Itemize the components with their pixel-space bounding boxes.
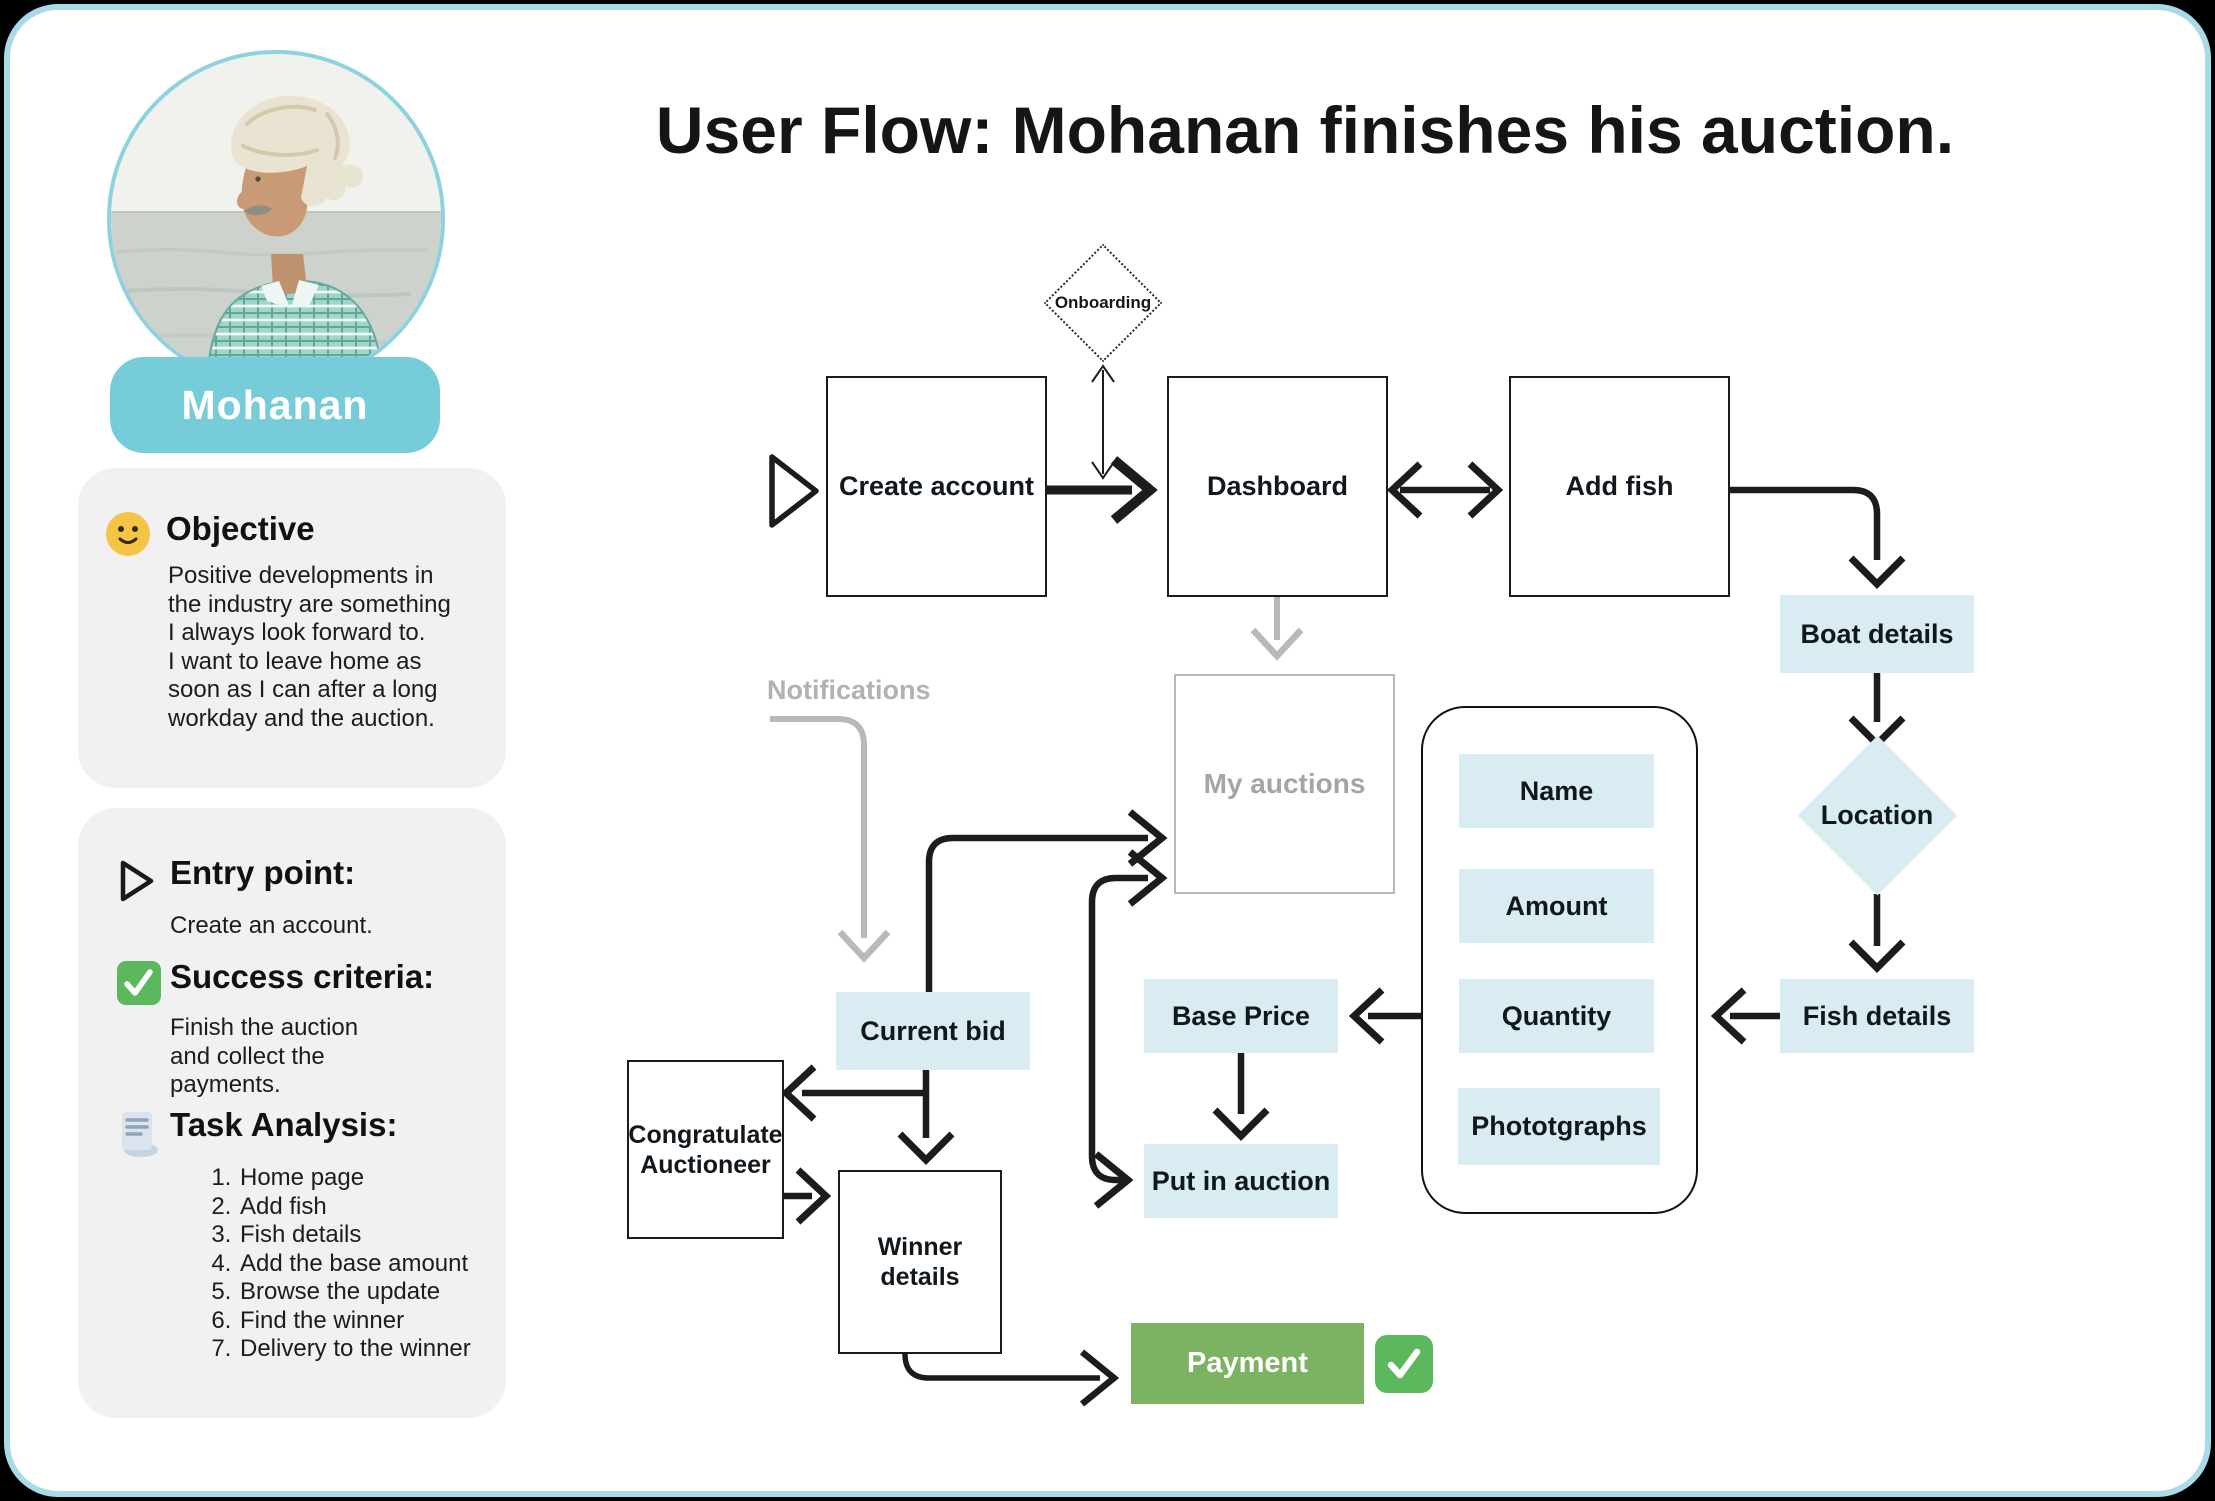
node-current-bid: Current bid xyxy=(836,992,1030,1070)
connector-form-baseprice xyxy=(1348,987,1421,1045)
connector-putinauction-myauctions xyxy=(1088,849,1168,1209)
task-item: Browse the update xyxy=(238,1278,471,1307)
node-payment: Payment xyxy=(1131,1323,1364,1404)
task-item: Find the winner xyxy=(238,1307,471,1336)
node-amount: Amount xyxy=(1459,869,1654,943)
success-check-icon xyxy=(117,961,161,1005)
connector-location-fishdetails xyxy=(1848,894,1906,973)
flow-entry-icon xyxy=(769,454,819,528)
smiley-icon xyxy=(106,512,150,556)
node-boat-details: Boat details xyxy=(1780,595,1974,673)
notifications-label: Notifications xyxy=(767,675,931,705)
connector-notifications-currentbid-gray xyxy=(770,716,891,963)
connector-winner-payment xyxy=(902,1349,1120,1407)
objective-card: Objective Positive developments in the i… xyxy=(78,468,506,788)
connector-currentbid-congratulate xyxy=(780,1064,926,1122)
task-analysis-icon xyxy=(122,1112,158,1157)
entry-point-text: Create an account. xyxy=(170,912,373,939)
task-item: Add the base amount xyxy=(238,1250,471,1279)
objective-text: Positive developments in the industry ar… xyxy=(168,562,451,732)
entry-point-icon xyxy=(120,860,154,902)
connector-currentbid-myauctions xyxy=(925,809,1168,992)
connector-onboarding xyxy=(1091,364,1115,480)
connector-fishdetails-form xyxy=(1710,987,1780,1045)
task-item: Delivery to the winner xyxy=(238,1335,471,1364)
connector-addfish-boat xyxy=(1726,486,1906,589)
entry-point-heading: Entry point: xyxy=(170,854,356,891)
node-put-in-auction: Put in auction xyxy=(1144,1144,1338,1218)
node-onboarding: Onboarding xyxy=(1043,243,1163,363)
node-location: Location xyxy=(1797,735,1957,895)
task-analysis-heading: Task Analysis: xyxy=(170,1106,398,1143)
persona-name: Mohanan xyxy=(181,381,369,428)
connector-congratulate-winner xyxy=(780,1167,832,1225)
connector-dashboard-myauctions-gray xyxy=(1250,594,1304,661)
node-winner-details: Winner details xyxy=(838,1170,1002,1354)
checkmark-glyph xyxy=(1387,1348,1421,1379)
persona-name-pill: Mohanan xyxy=(110,357,440,453)
connector-create-dashboard xyxy=(1043,456,1158,524)
node-name: Name xyxy=(1459,754,1654,828)
task-item: Fish details xyxy=(238,1221,471,1250)
node-add-fish: Add fish xyxy=(1509,376,1730,597)
node-create-account: Create account xyxy=(826,376,1047,597)
node-quantity: Quantity xyxy=(1459,979,1654,1053)
task-item: Home page xyxy=(238,1164,471,1193)
node-fish-details: Fish details xyxy=(1780,979,1974,1053)
task-list: Home page Add fish Fish details Add the … xyxy=(208,1164,471,1364)
node-congratulate-auctioneer: Congratulate Auctioneer xyxy=(627,1060,784,1239)
success-text: Finish the auction and collect the payme… xyxy=(170,1014,359,1098)
page-title: User Flow: Mohanan finishes his auction. xyxy=(655,93,1955,167)
payment-check-icon xyxy=(1375,1335,1433,1393)
connector-boat-location xyxy=(1848,673,1906,749)
node-dashboard: Dashboard xyxy=(1167,376,1388,597)
node-base-price: Base Price xyxy=(1144,979,1338,1053)
task-item: Add fish xyxy=(238,1193,471,1222)
details-card: Entry point: Create an account. Success … xyxy=(78,808,506,1418)
node-photographs: Phototgraphs xyxy=(1458,1088,1660,1165)
connector-baseprice-putinauction xyxy=(1212,1053,1270,1141)
node-my-auctions: My auctions xyxy=(1174,674,1395,894)
connector-currentbid-winner xyxy=(897,1070,955,1165)
objective-heading: Objective xyxy=(166,510,315,547)
success-heading: Success criteria: xyxy=(170,958,435,995)
connector-dashboard-addfish xyxy=(1386,461,1504,519)
